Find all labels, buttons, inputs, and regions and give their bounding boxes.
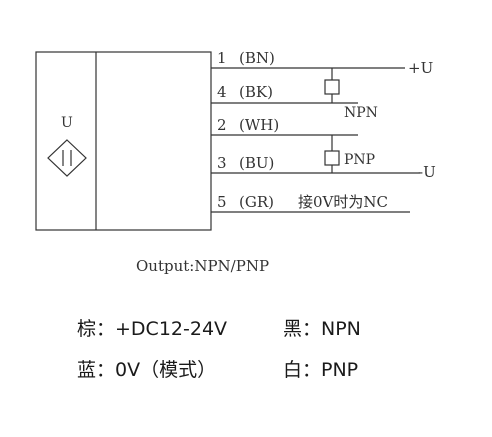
wire-1-number: 1 [217, 49, 227, 67]
diagram-caption: Output:NPN/PNP [136, 257, 269, 275]
terminal-positive-label: +U [408, 59, 433, 77]
legend-brown: 棕：+DC12-24V [77, 318, 228, 340]
wire-5-note: 接0V时为NC [298, 193, 388, 211]
wire-4-code: (BK) [239, 83, 273, 101]
wire-5-code: (GR) [239, 193, 274, 211]
npn-load-resistor [324, 79, 340, 95]
sensor-body [35, 51, 212, 231]
wire-1-code: (BN) [239, 49, 275, 67]
wire-5-number: 5 [217, 193, 227, 211]
sensor-diamond-icon [47, 139, 87, 177]
wire-2-number: 2 [217, 116, 227, 134]
sensor-symbol-label: U [61, 115, 73, 131]
legend-white: 白：PNP [283, 359, 359, 381]
npn-load-label: NPN [344, 105, 378, 121]
terminal-negative-label: -U [418, 163, 436, 181]
wire-3-code: (BU) [239, 154, 274, 172]
wire-4-number: 4 [217, 83, 227, 101]
wire-2-code: (WH) [239, 116, 279, 134]
legend-blue: 蓝：0V（模式） [77, 359, 217, 381]
legend-black: 黑：NPN [283, 318, 361, 340]
pnp-load-label: PNP [344, 152, 375, 168]
pnp-load-resistor [324, 150, 340, 166]
wire-3-number: 3 [217, 154, 227, 172]
